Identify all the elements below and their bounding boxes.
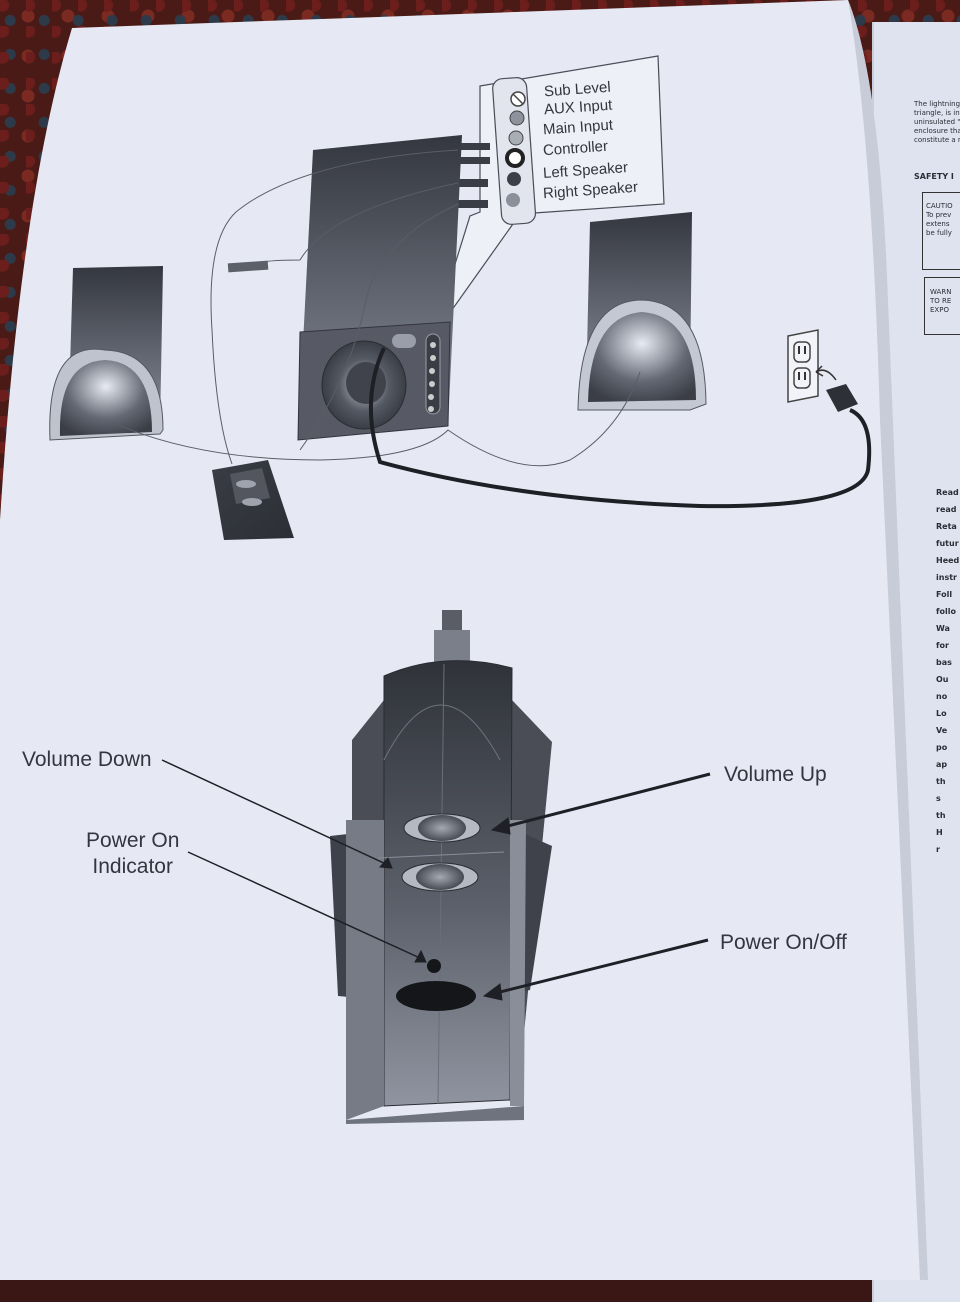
- remote-controller: [330, 610, 552, 1124]
- cables: [115, 149, 641, 467]
- wall-outlet: [787, 329, 819, 403]
- right-speaker: [577, 212, 707, 411]
- jack-main-input-icon: [508, 130, 524, 146]
- adjacent-page-caution-box: [922, 192, 960, 270]
- adjacent-page-instructions: Read read Reta futur Heed instr Foll fol…: [936, 488, 960, 854]
- subwoofer: [297, 135, 462, 441]
- jack-right-speaker-icon: [506, 193, 520, 207]
- callout-volume-down: Volume Down: [22, 748, 152, 771]
- adjacent-page-safety-heading: SAFETY I: [914, 172, 954, 181]
- aux-plug: [227, 260, 269, 273]
- connector-jacks: [505, 91, 526, 207]
- jack-left-speaker-icon: [507, 172, 521, 186]
- power-indicator-led: [427, 959, 441, 973]
- connector-plugs: [454, 143, 490, 208]
- callout-volume-up: Volume Up: [724, 763, 827, 786]
- jack-aux-input-icon: [509, 110, 525, 126]
- callout-power-on-indicator: Power On Indicator: [86, 829, 180, 878]
- left-speaker: [49, 266, 164, 441]
- adjacent-page-warning-box: [924, 277, 960, 335]
- power-cable: [368, 347, 872, 509]
- adjacent-page-warning-text: WARN TO RE EXPO: [930, 288, 952, 314]
- callout-power-on-off: Power On/Off: [720, 931, 847, 954]
- power-plug: [826, 384, 858, 412]
- power-button: [396, 981, 476, 1011]
- adjacent-page-caution-text: CAUTIO To prev extens be fully: [926, 202, 953, 237]
- paper-curl: [848, 0, 928, 1280]
- callout-leaders: [161, 759, 711, 1001]
- adjacent-page-paragraph: The lightning f triangle, is inte uninsu…: [914, 100, 960, 144]
- jack-controller-icon: [505, 148, 525, 168]
- small-controller: [212, 460, 294, 540]
